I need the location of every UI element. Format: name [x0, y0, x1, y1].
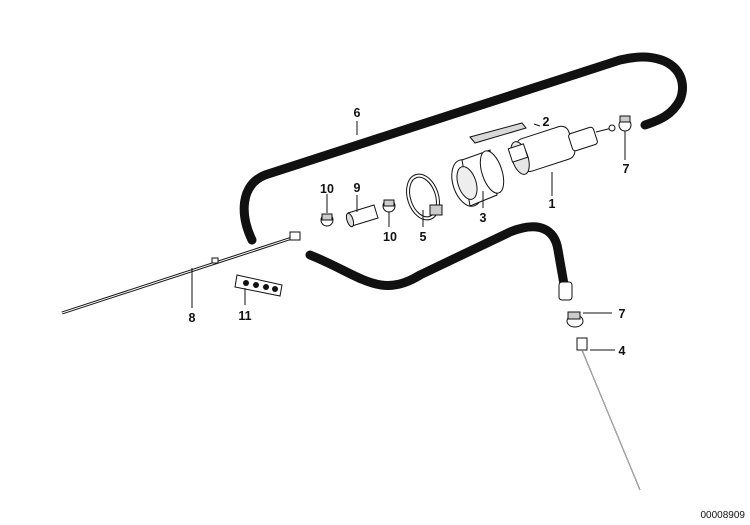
callout-9: 9 — [354, 181, 361, 195]
fuel-pump-part[interactable] — [507, 124, 616, 176]
callout-10-center: 10 — [383, 230, 397, 244]
bracket-part[interactable] — [469, 122, 527, 144]
hose-part[interactable] — [345, 204, 379, 228]
clip-part-center[interactable] — [382, 199, 396, 213]
callout-5: 5 — [420, 230, 427, 244]
callout-1: 1 — [549, 197, 556, 211]
hose-fitting-part[interactable] — [576, 337, 641, 491]
leader-lines — [191, 121, 626, 351]
hose-clip-part[interactable] — [618, 115, 632, 132]
callout-11: 11 — [238, 309, 251, 323]
callout-2: 2 — [543, 115, 550, 129]
hose-clamp-part[interactable] — [403, 172, 443, 222]
rubber-mount-part[interactable] — [446, 148, 508, 210]
clip-part-left[interactable] — [320, 213, 334, 227]
callout-10-left: 10 — [320, 182, 334, 196]
callouts: 6 2 7 1 3 5 10 9 10 7 4 8 11 — [189, 106, 630, 358]
callout-8: 8 — [189, 311, 196, 325]
drawing-id: 00008909 — [701, 510, 746, 521]
callout-6: 6 — [354, 106, 361, 120]
callout-3: 3 — [480, 211, 487, 225]
hose-clip-part-lower[interactable] — [566, 311, 584, 328]
callout-7: 7 — [623, 162, 630, 176]
callout-4: 4 — [619, 344, 626, 358]
fuel-pipe-part[interactable] — [61, 231, 301, 315]
pipe-holder-part[interactable] — [234, 274, 283, 297]
fuel-line-part[interactable] — [239, 52, 687, 245]
callout-7-lower: 7 — [619, 307, 626, 321]
return-line-part[interactable] — [305, 222, 573, 301]
